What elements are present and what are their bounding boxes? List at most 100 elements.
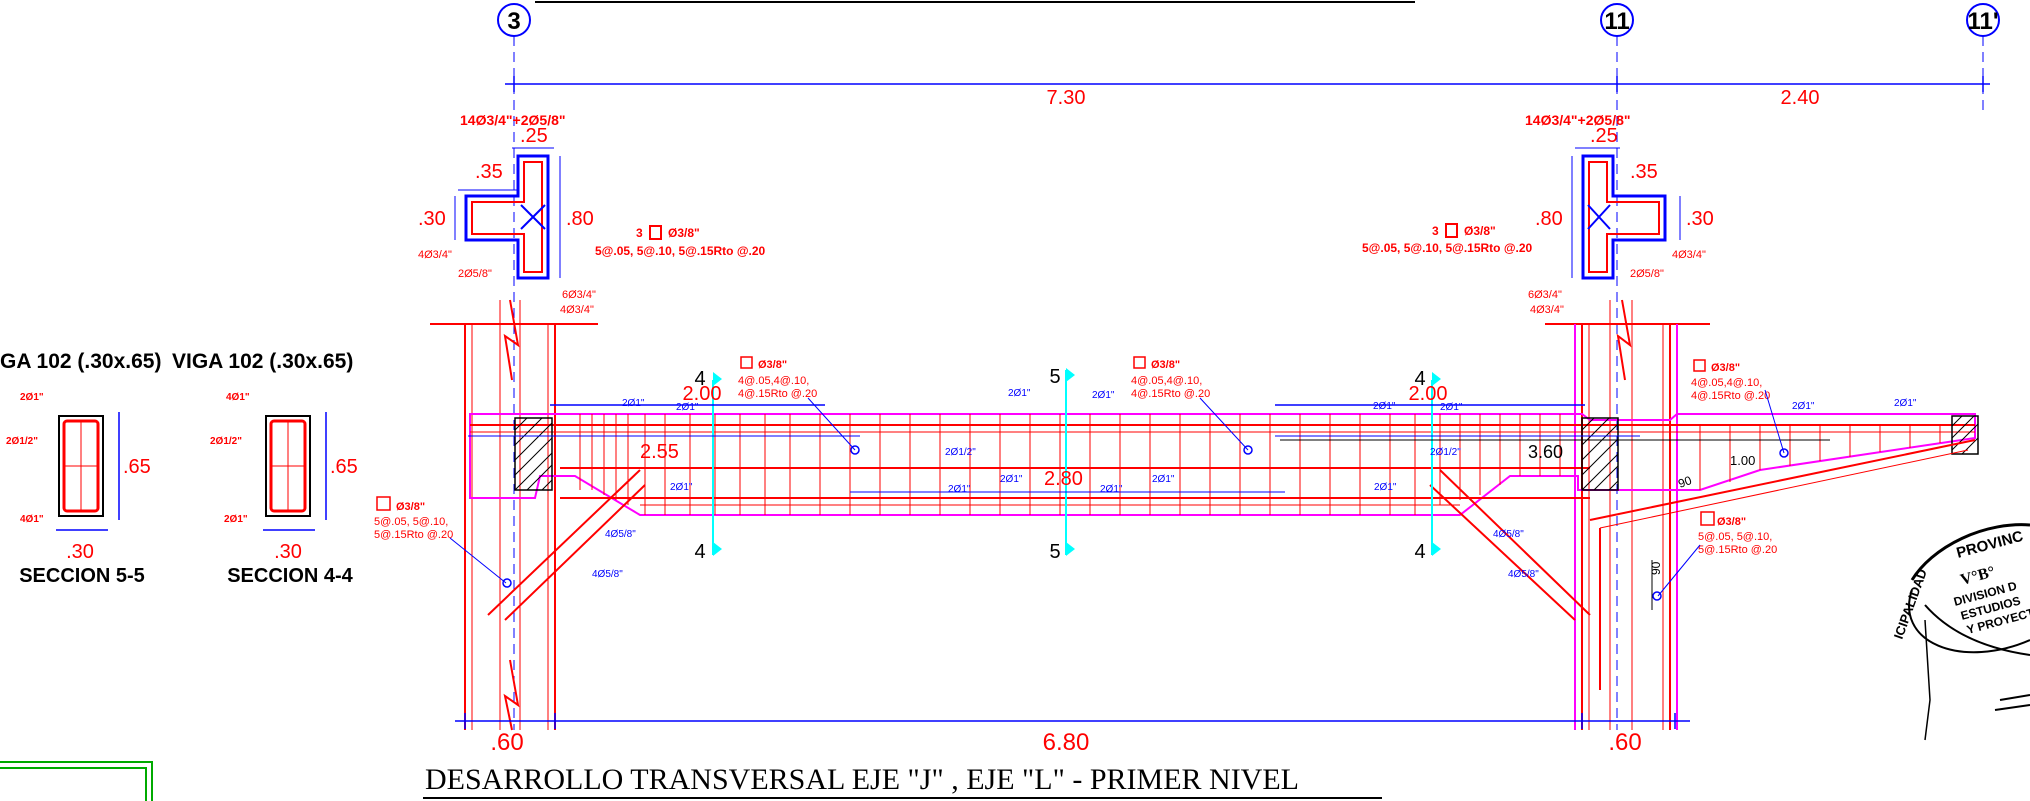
col-left-bar-258: 2Ø5/8" xyxy=(458,268,492,280)
col-left-stirrup-count: 3 xyxy=(636,226,643,240)
stirrup-icon xyxy=(1445,223,1458,238)
callout-4-58c: 4Ø5/8" xyxy=(1493,529,1524,540)
beam-dimensions: 2.00 2.00 2.55 2.80 3.60 1.00 90 90 xyxy=(468,383,1830,610)
col-right-stirrup-count: 3 xyxy=(1432,224,1439,238)
beam-note-left-sp2: 4@.15Rto @.20 xyxy=(738,388,817,400)
col-right-w80: .80 xyxy=(1535,208,1563,230)
callout-2-12a: 2Ø1/2" xyxy=(945,447,976,458)
sec44-bot: 2Ø1" xyxy=(224,514,248,525)
cut4-bot-left: 4 xyxy=(694,541,705,563)
stirrup-icon xyxy=(1693,359,1706,372)
col-left-stirrup-dia: Ø3/8" xyxy=(668,226,700,240)
sec44-mid: 2Ø1/2" xyxy=(210,436,242,447)
callout-2-1h: 2Ø1" xyxy=(1894,398,1917,409)
viga-a-title: GA 102 (.30x.65) xyxy=(0,350,161,373)
dim-90-a: 90 xyxy=(1676,473,1694,491)
dim-200-right: 2.00 xyxy=(1409,383,1448,405)
sec55-height: .65 xyxy=(123,456,151,478)
callout-4-58a: 4Ø5/8" xyxy=(605,529,636,540)
beam-note-right-sp1: 4@.05,4@.10, xyxy=(1691,377,1762,389)
sec44-width: .30 xyxy=(274,541,302,563)
stirrup-icon xyxy=(1700,511,1715,526)
axis-label-11p: 11' xyxy=(1967,8,1998,35)
dim-280: 2.80 xyxy=(1044,468,1083,490)
dim-span-right: 2.40 xyxy=(1781,87,1820,109)
beam-note-right-dia: Ø3/8" xyxy=(1711,362,1740,374)
col-right-w35: .35 xyxy=(1630,161,1658,183)
col-left-w25: .25 xyxy=(520,125,548,147)
col-left-w35: .35 xyxy=(475,161,503,183)
col-right-bar-258: 2Ø5/8" xyxy=(1630,268,1664,280)
beam-note-center-dia: Ø3/8" xyxy=(1151,359,1180,371)
dim-200-left: 2.00 xyxy=(683,383,722,405)
elevation-columns xyxy=(430,299,1710,731)
callout-2-1l: 2Ø1" xyxy=(1100,484,1123,495)
col-left-rebar: 14Ø3/4"+2Ø5/8" xyxy=(460,112,566,128)
axis-label-3: 3 xyxy=(507,8,520,35)
cut4-top-left: 4 xyxy=(694,368,705,390)
dim-90-b: 90 xyxy=(1649,561,1663,575)
col-left-bar-434b: 4Ø3/4" xyxy=(560,304,594,316)
dim-span-main: 7.30 xyxy=(1047,87,1086,109)
stirrup-notes: Ø3/8" 4@.05,4@.10, 4@.15Rto @.20 Ø3/8" 4… xyxy=(374,356,1789,601)
cut4-top-right: 4 xyxy=(1414,368,1425,390)
axis-bubble-3 xyxy=(497,3,531,37)
beam-note-right-sp2: 4@.15Rto @.20 xyxy=(1691,390,1770,402)
corbel-note-right-sp1: 5@.05, 5@.10, xyxy=(1698,531,1772,543)
corbel-note-left-dia: Ø3/8" xyxy=(396,501,425,513)
sec55-label: SECCION 5-5 xyxy=(19,565,145,587)
axis-bubble-11p xyxy=(1966,3,2000,37)
col-left-stirrup-spacing: 5@.05, 5@.10, 5@.15Rto @.20 xyxy=(595,244,766,258)
dim-100: 1.00 xyxy=(1730,453,1755,468)
callout-4-58d: 4Ø5/8" xyxy=(1508,569,1539,580)
callout-2-1d: 2Ø1" xyxy=(1092,390,1115,401)
callout-2-1e: 2Ø1" xyxy=(1373,401,1396,412)
col-left-w80: .80 xyxy=(566,208,594,230)
col-left-bar-634: 6Ø3/4" xyxy=(562,289,596,301)
viga-b-title: VIGA 102 (.30x.65) xyxy=(172,350,353,373)
axis-bubble-11 xyxy=(1600,3,1634,37)
callout-2-1f: 2Ø1" xyxy=(1440,402,1463,413)
axis-label-11: 11 xyxy=(1604,8,1629,35)
cut5-bot: 5 xyxy=(1049,541,1060,563)
sec55-bot: 4Ø1" xyxy=(20,514,44,525)
callout-2-1a: 2Ø1" xyxy=(622,398,645,409)
beam-note-center-sp2: 4@.15Rto @.20 xyxy=(1131,388,1210,400)
col-right-stirrup-spacing: 5@.05, 5@.10, 5@.15Rto @.20 xyxy=(1362,241,1533,255)
corbel-note-right-sp2: 5@.15Rto @.20 xyxy=(1698,544,1777,556)
stirrup-icon xyxy=(376,496,391,511)
col-right-bar-634: 6Ø3/4" xyxy=(1528,289,1562,301)
callout-2-1g: 2Ø1" xyxy=(1792,401,1815,412)
column-detail-right: 14Ø3/4"+2Ø5/8" .25 .35 .80 .30 4Ø3/4" 2Ø… xyxy=(1362,112,1714,316)
callout-2-1j: 2Ø1" xyxy=(948,484,971,495)
cut4-bot-right: 4 xyxy=(1414,541,1425,563)
col-right-bar-434: 4Ø3/4" xyxy=(1672,249,1706,261)
cut5-top: 5 xyxy=(1049,366,1060,388)
sec55-top: 2Ø1" xyxy=(20,392,44,403)
corbel-note-right-dia: Ø3/8" xyxy=(1717,516,1746,528)
col-right-w25: .25 xyxy=(1590,125,1618,147)
col-right-stirrup-dia: Ø3/8" xyxy=(1464,224,1496,238)
dim-bottom-left: .60 xyxy=(490,729,523,756)
dim-bottom-right: .60 xyxy=(1608,729,1641,756)
beam-note-center-sp1: 4@.05,4@.10, xyxy=(1131,375,1202,387)
col-right-bar-434b: 4Ø3/4" xyxy=(1530,304,1564,316)
stirrup-icon xyxy=(1133,356,1146,369)
page-title: DESARROLLO TRANSVERSAL EJE "J" , EJE "L"… xyxy=(425,763,1299,796)
corbel-note-left-sp2: 5@.15Rto @.20 xyxy=(374,529,453,541)
rebar-callouts: 2Ø1" 2Ø1" 2Ø1" 2Ø1" 2Ø1" 2Ø1" 2Ø1" 2Ø1" … xyxy=(592,388,1917,580)
sec44-height: .65 xyxy=(330,456,358,478)
callout-2-1i: 2Ø1" xyxy=(670,482,693,493)
cut-lines: 4 4 5 5 4 4 xyxy=(694,366,1441,563)
drawing-title: DESARROLLO TRANSVERSAL EJE "J" , EJE "L"… xyxy=(423,763,1382,799)
axis-grid: 3 11 11' xyxy=(497,1,2000,730)
callout-4-58b: 4Ø5/8" xyxy=(592,569,623,580)
beam-note-left-sp1: 4@.05,4@.10, xyxy=(738,375,809,387)
sec44-top: 4Ø1" xyxy=(226,392,250,403)
corbel-note-left-sp1: 5@.05, 5@.10, xyxy=(374,516,448,528)
sec55-mid: 2Ø1/2" xyxy=(6,436,38,447)
sec44-label: SECCION 4-4 xyxy=(227,565,353,587)
sec55-width: .30 xyxy=(66,541,94,563)
callout-2-1n: 2Ø1" xyxy=(1374,482,1397,493)
